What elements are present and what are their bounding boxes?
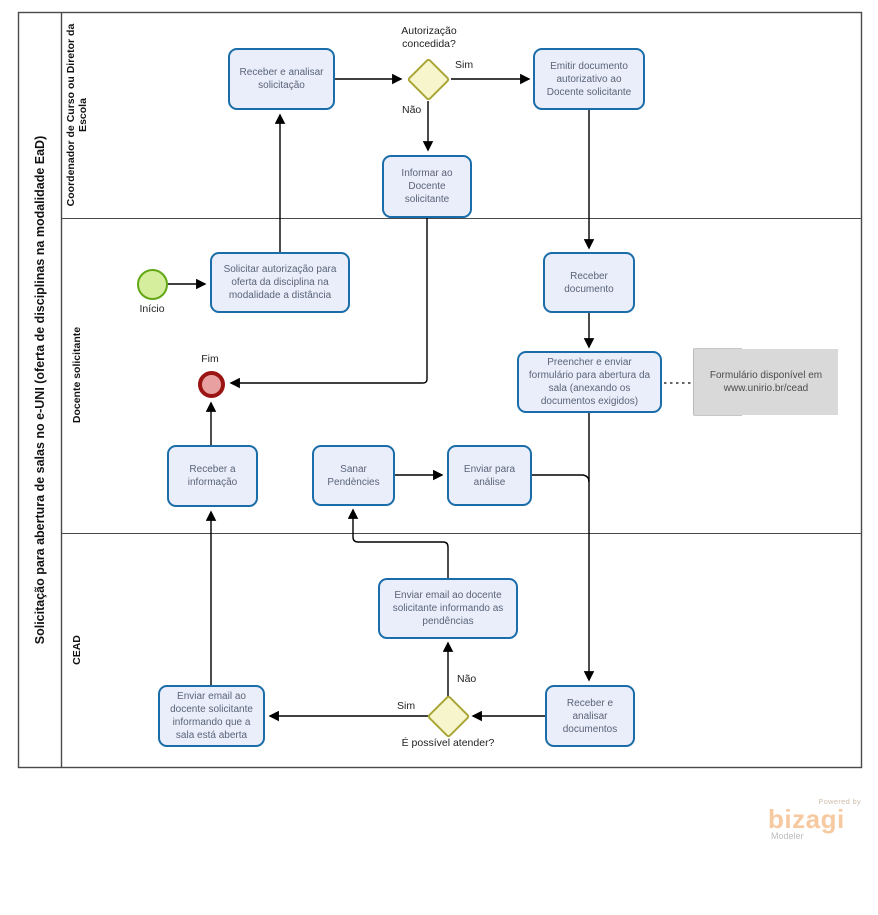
start-event-label: Início xyxy=(139,303,165,315)
flow-enviar-analise-join xyxy=(532,474,590,483)
gateway2-question-label: É possível atender? xyxy=(401,737,495,749)
task-sanar-pendencias[interactable]: Sanar Pendències xyxy=(312,445,395,506)
end-event[interactable] xyxy=(198,371,225,398)
lane-label-cead: CEAD xyxy=(71,635,83,665)
task-receber-informacao[interactable]: Receber a informação xyxy=(167,445,258,507)
modeler-label: Modeler xyxy=(771,831,804,841)
flow-email-pendencias-to-sanar xyxy=(347,508,449,578)
flow-informar-to-fim xyxy=(229,218,428,389)
powered-by-label: Powered by xyxy=(818,797,861,806)
gateway1-question-label: Autorização concedida? xyxy=(401,25,457,50)
pool-frame xyxy=(17,11,863,769)
task-emitir-documento[interactable]: Emitir documento autorizativo ao Docente… xyxy=(533,48,645,110)
bizagi-logo[interactable]: Powered by bizagi Modeler xyxy=(768,797,864,855)
bizagi-wordmark: bizagi xyxy=(768,804,845,834)
lane-label-docente: Docente solicitante xyxy=(71,326,83,424)
gateway1-nao-label: Não xyxy=(402,104,422,116)
start-event[interactable] xyxy=(137,269,168,300)
task-receber-analisar-documentos[interactable]: Receber e analisar documentos xyxy=(545,685,635,747)
task-preencher-enviar-formulario[interactable]: Preencher e enviar formulário para abert… xyxy=(517,351,662,413)
task-enviar-email-pendencias[interactable]: Enviar email ao docente solicitante info… xyxy=(378,578,518,639)
task-solicitar-autorizacao[interactable]: Solicitar autorização para oferta da dis… xyxy=(210,252,350,313)
gateway2-sim-label: Sim xyxy=(397,700,416,712)
lane-label-coordenador: Coordenador de Curso ou Diretor da Escol… xyxy=(65,23,89,207)
end-event-label: Fim xyxy=(201,353,219,365)
gateway1-sim-label: Sim xyxy=(455,59,474,71)
task-receber-documento[interactable]: Receber documento xyxy=(543,252,635,313)
gateway2-nao-label: Não xyxy=(457,673,477,685)
task-enviar-email-sala-aberta[interactable]: Enviar email ao docente solicitante info… xyxy=(158,685,265,747)
task-informar-docente[interactable]: Informar ao Docente solicitante xyxy=(382,155,472,218)
task-receber-analisar-solicitacao[interactable]: Receber e analisar solicitação xyxy=(228,48,335,110)
task-enviar-para-analise[interactable]: Enviar para análise xyxy=(447,445,532,506)
annotation-formulario[interactable]: Formulário disponível em www.unirio.br/c… xyxy=(694,349,838,415)
pool-title: Solicitação para abertura de salas no e-… xyxy=(33,135,47,645)
